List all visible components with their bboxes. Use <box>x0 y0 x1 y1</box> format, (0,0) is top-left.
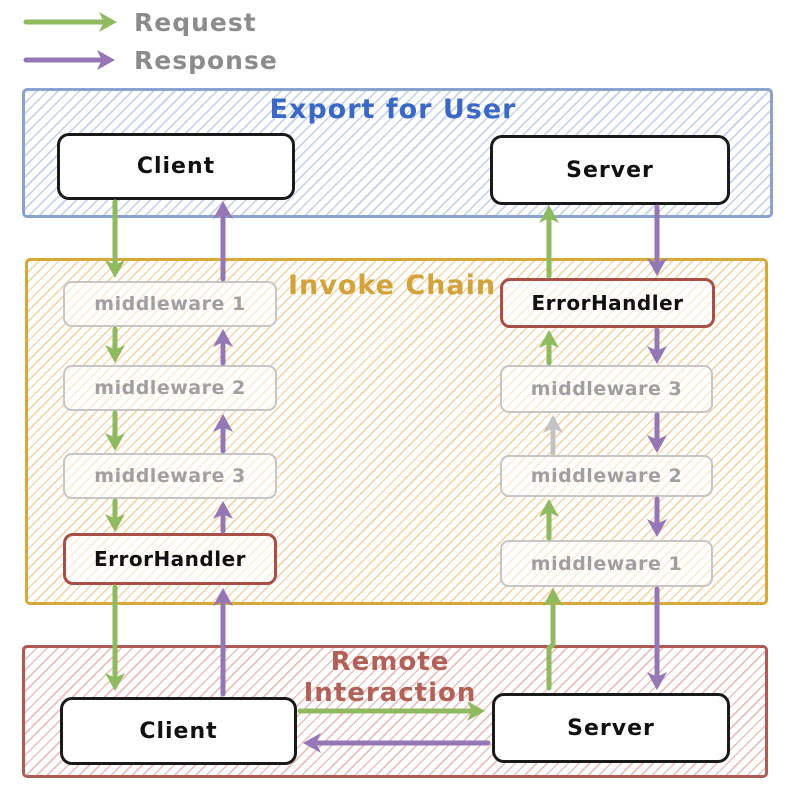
right-errorhandler-box: ErrorHandler <box>500 278 715 328</box>
legend-response-label: Response <box>134 46 278 75</box>
bottom-server-label: Server <box>567 715 655 741</box>
top-server-box: Server <box>490 135 730 205</box>
top-server-label: Server <box>566 157 654 183</box>
left-middleware-2-box: middleware 2 <box>63 365 277 411</box>
right-errorhandler-label: ErrorHandler <box>531 291 684 315</box>
left-middleware-3-label: middleware 3 <box>94 465 246 487</box>
export-for-user-title: Export for User <box>269 94 517 125</box>
right-middleware-2-label: middleware 2 <box>530 465 683 487</box>
top-client-box: Client <box>57 133 295 200</box>
left-errorhandler-box: ErrorHandler <box>63 533 277 585</box>
left-errorhandler-label: ErrorHandler <box>93 547 247 571</box>
left-middleware-1-box: middleware 1 <box>63 281 277 327</box>
bottom-server-box: Server <box>492 693 730 763</box>
remote-interaction-title-line1: Remote <box>330 647 450 677</box>
invoke-chain-title: Invoke Chain <box>287 270 497 301</box>
left-middleware-1-label: middleware 1 <box>94 293 246 315</box>
bottom-client-label: Client <box>139 718 218 744</box>
left-middleware-2-label: middleware 2 <box>94 377 246 399</box>
right-middleware-1-label: middleware 1 <box>530 552 683 575</box>
bottom-client-box: Client <box>60 697 297 765</box>
right-middleware-2-box: middleware 2 <box>500 455 713 497</box>
right-middleware-1-box: middleware 1 <box>500 540 713 587</box>
right-middleware-3-box: middleware 3 <box>500 365 713 413</box>
right-middleware-3-label: middleware 3 <box>530 378 683 400</box>
remote-interaction-title-line2: Interaction <box>303 678 477 708</box>
left-middleware-3-box: middleware 3 <box>63 453 277 499</box>
top-client-label: Client <box>136 154 216 179</box>
legend-request-label: Request <box>134 8 257 37</box>
